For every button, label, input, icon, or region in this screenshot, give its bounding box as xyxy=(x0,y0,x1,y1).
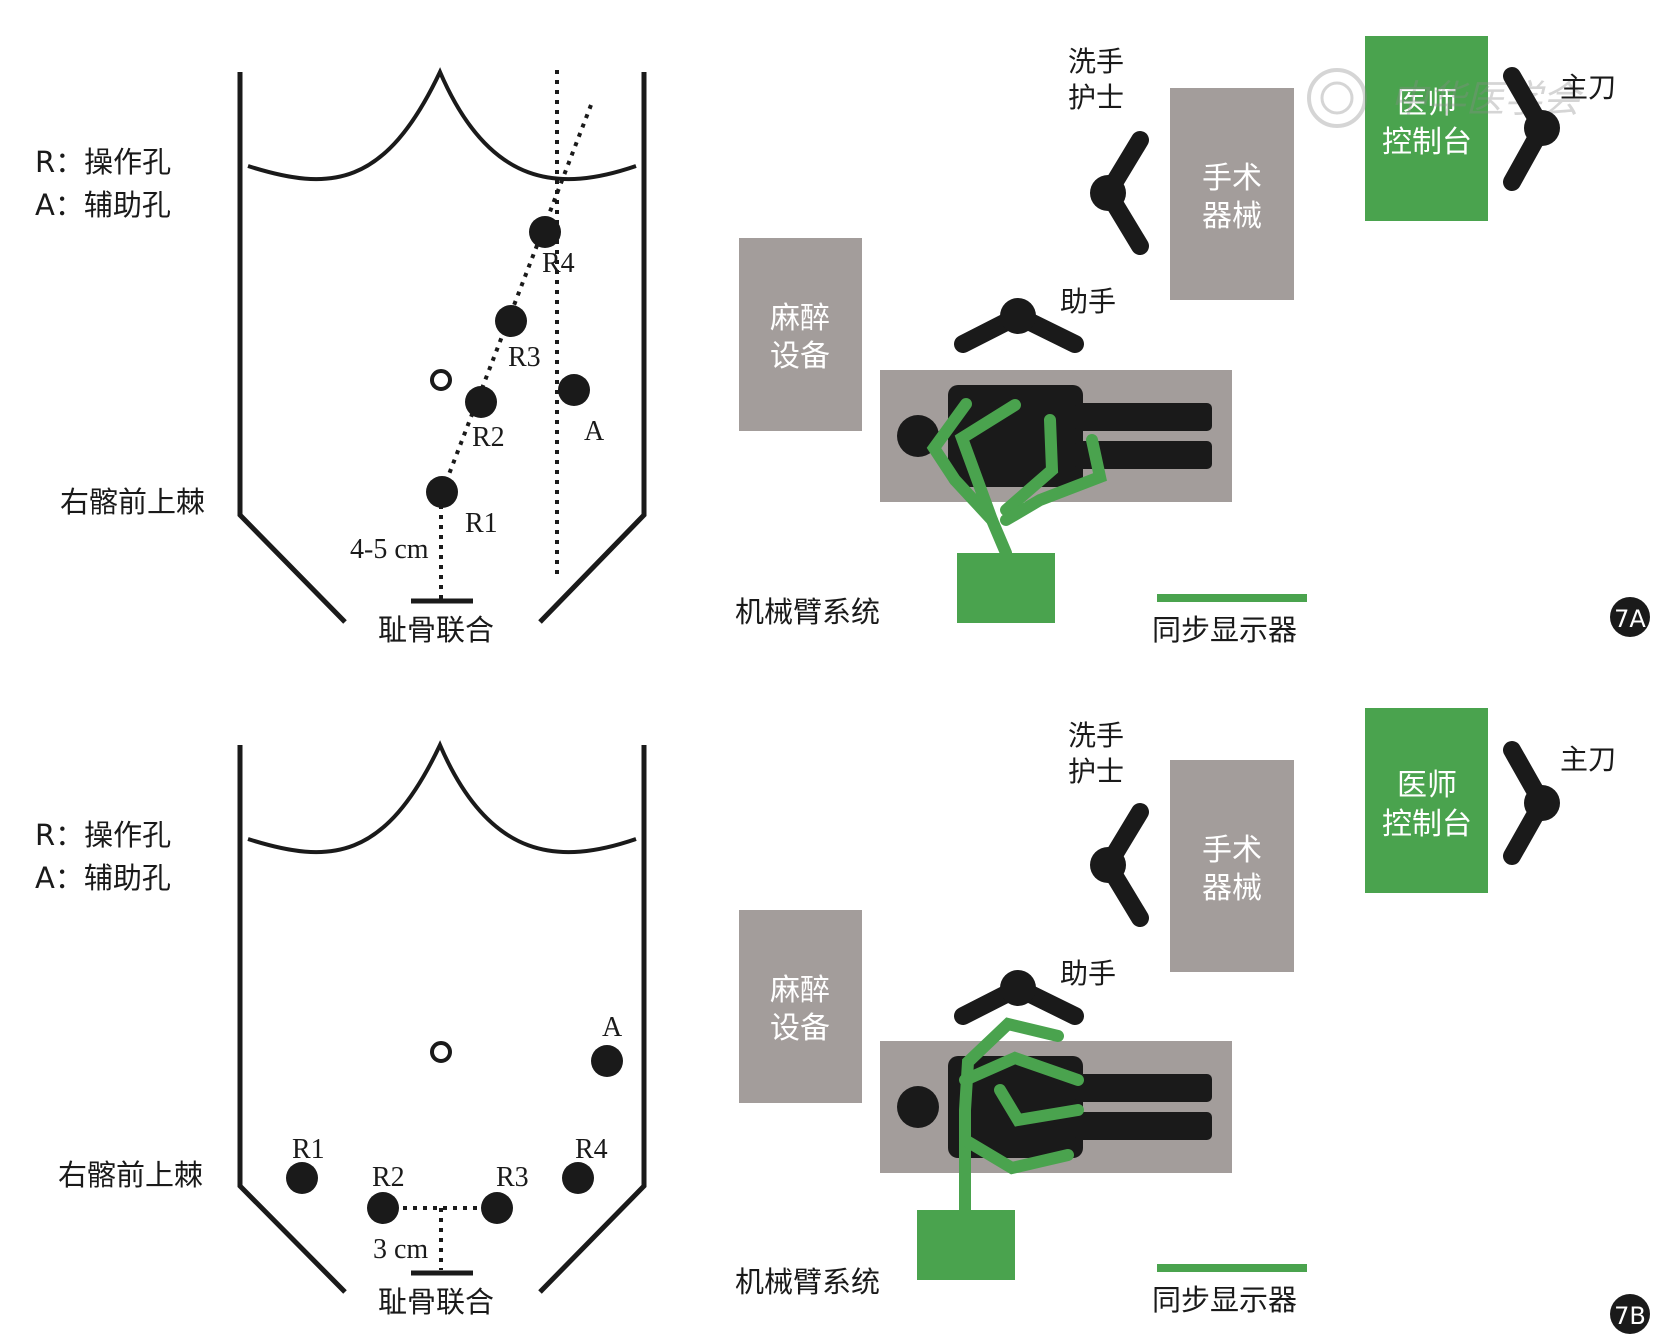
port-label-r3-b: R3 xyxy=(496,1162,529,1193)
instrument-label-a-2: 器械 xyxy=(1202,199,1262,234)
sync-display-a xyxy=(1157,594,1307,602)
assistant-label-a: 助手 xyxy=(1060,285,1116,318)
abdomen-outline-a xyxy=(237,67,647,624)
console-label-b-2: 控制台 xyxy=(1382,807,1472,842)
surgeon-console-b xyxy=(1365,708,1488,893)
legend-a: A：辅助孔 xyxy=(35,188,171,222)
panel-a: R：操作孔 A：辅助孔 R1 R2 R3 R4 A 右髂前上棘 4-5 cm 耻… xyxy=(35,36,1650,647)
legend-r-b: R：操作孔 xyxy=(35,818,171,852)
robot-system-label-a: 机械臂系统 xyxy=(735,595,880,629)
scrub-nurse-label-a-2: 护士 xyxy=(1068,81,1124,114)
scrub-nurse-head-b xyxy=(1090,847,1126,883)
port-label-aux-b: A xyxy=(602,1012,623,1043)
instrument-table-a xyxy=(1170,88,1294,300)
port-aux-a xyxy=(558,374,590,406)
surgeon-head-a xyxy=(1524,110,1560,146)
port-r3-a xyxy=(495,305,527,337)
assistant-head-a xyxy=(1000,298,1036,334)
port-guides-a xyxy=(439,70,593,600)
panel-b: R：操作孔 A：辅助孔 R1 R2 R3 R4 A 右髂前上棘 3 cm 耻骨联… xyxy=(35,708,1650,1334)
assistant-label-b: 助手 xyxy=(1060,957,1116,990)
console-label-a-1: 医师 xyxy=(1397,86,1457,121)
panel-badge-a xyxy=(1610,597,1650,637)
port-label-r2-a: R2 xyxy=(472,422,505,453)
abdomen-outline-b xyxy=(237,740,647,1294)
port-label-r4-b: R4 xyxy=(575,1134,608,1165)
assistant-head-b xyxy=(1000,970,1036,1006)
sync-display-label-a: 同步显示器 xyxy=(1152,613,1297,647)
port-r4-a xyxy=(529,216,561,248)
port-r2-b xyxy=(367,1192,399,1224)
sync-display-label-b: 同步显示器 xyxy=(1152,1283,1297,1317)
robotic-arms-a xyxy=(926,398,1107,559)
anesthesia-equipment-a xyxy=(739,238,862,431)
pubic-symphysis-label-b: 耻骨联合 xyxy=(378,1285,494,1319)
surgeon-console-a xyxy=(1365,36,1488,221)
distance-label-a: 4-5 cm xyxy=(350,534,429,565)
port-r4-b xyxy=(562,1162,594,1194)
anesthesia-label-a-1: 麻醉 xyxy=(770,301,830,336)
scrub-nurse-head-a xyxy=(1090,175,1126,211)
surgeon-label-a: 主刀 xyxy=(1560,71,1616,104)
anesthesia-label-b-2: 设备 xyxy=(770,1011,830,1046)
port-aux-b xyxy=(591,1045,623,1077)
legend-r: R：操作孔 xyxy=(35,145,171,179)
robot-cart-b xyxy=(917,1210,1015,1280)
scrub-nurse-label-b-2: 护士 xyxy=(1068,755,1124,788)
surgeon-label-b: 主刀 xyxy=(1560,743,1616,776)
iliac-spine-label-b: 右髂前上棘 xyxy=(58,1158,203,1192)
port-r1-a xyxy=(426,476,458,508)
anesthesia-label-b-1: 麻醉 xyxy=(770,973,830,1008)
robot-system-label-b: 机械臂系统 xyxy=(735,1265,880,1299)
port-guides-b xyxy=(383,1206,497,1270)
port-label-r2-b: R2 xyxy=(372,1162,405,1193)
instrument-table-b xyxy=(1170,760,1294,972)
umbilicus-marker-a xyxy=(430,369,452,391)
sync-display-b xyxy=(1157,1264,1307,1272)
anesthesia-label-a-2: 设备 xyxy=(770,339,830,374)
panel-badge-b xyxy=(1610,1294,1650,1334)
port-label-r1-a: R1 xyxy=(465,508,498,539)
console-label-b-1: 医师 xyxy=(1397,768,1457,803)
instrument-label-b-2: 器械 xyxy=(1202,871,1262,906)
port-label-r1-b: R1 xyxy=(292,1134,325,1165)
pubic-symphysis-label-a: 耻骨联合 xyxy=(378,613,494,647)
panel-badge-text-a: 7A xyxy=(1614,605,1646,633)
panel-badge-text-b: 7B xyxy=(1614,1302,1646,1330)
iliac-spine-label-a: 右髂前上棘 xyxy=(60,485,205,519)
port-label-r3-a: R3 xyxy=(508,342,541,373)
scrub-nurse-label-a-1: 洗手 xyxy=(1068,45,1124,78)
console-label-a-2: 控制台 xyxy=(1382,125,1472,160)
robotic-arms-b xyxy=(959,1017,1084,1216)
surgeon-head-b xyxy=(1524,785,1560,821)
distance-label-b: 3 cm xyxy=(373,1234,428,1265)
anesthesia-equipment-b xyxy=(739,910,862,1103)
port-label-r4-a: R4 xyxy=(542,248,575,279)
instrument-label-b-1: 手术 xyxy=(1202,833,1262,868)
port-r2-a xyxy=(465,386,497,418)
robot-cart-a xyxy=(957,553,1055,623)
port-label-aux-a: A xyxy=(584,416,605,447)
scrub-nurse-label-b-1: 洗手 xyxy=(1068,719,1124,752)
umbilicus-marker-b xyxy=(430,1041,452,1063)
port-r3-b xyxy=(481,1192,513,1224)
watermark-text: 中华医学会 xyxy=(1390,77,1584,121)
port-r1-b xyxy=(286,1162,318,1194)
legend-a-b: A：辅助孔 xyxy=(35,861,171,895)
instrument-label-a-1: 手术 xyxy=(1202,161,1262,196)
